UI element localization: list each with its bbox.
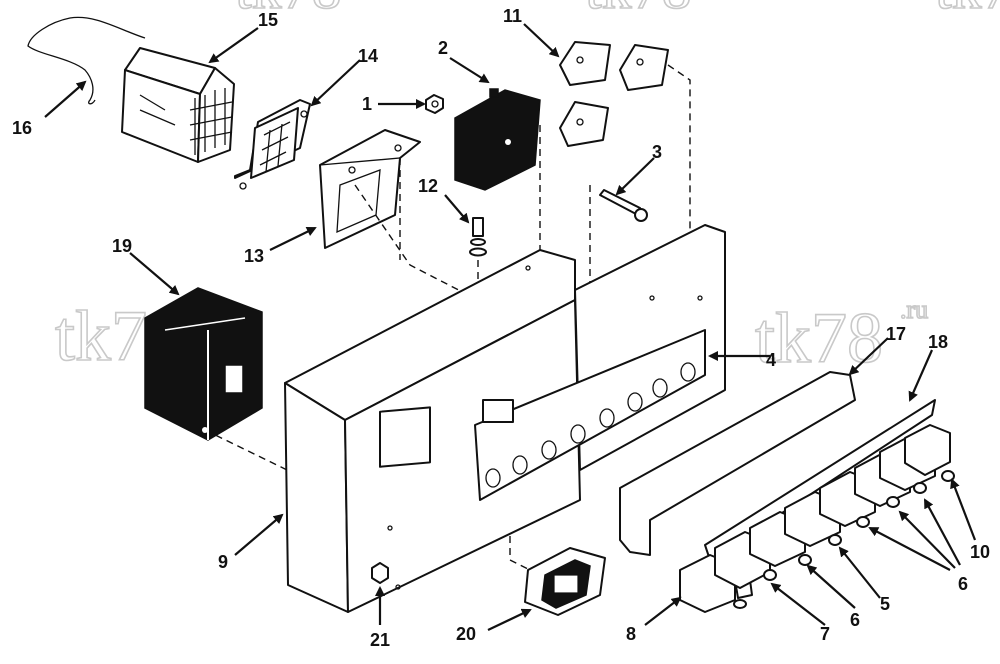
callout-4: 4 (766, 350, 776, 370)
callout-labels: 15 14 2 1 11 3 12 16 13 19 4 17 18 10 6 … (12, 6, 990, 650)
part-12-screw-washers (469, 217, 487, 257)
part-2-module (454, 88, 541, 191)
part-21-screw (371, 562, 389, 584)
part-9-enclosure (284, 249, 581, 613)
part-4-panel (474, 224, 726, 501)
leader-arrows (44, 23, 977, 631)
part-1-nut (425, 94, 444, 114)
callout-8: 8 (626, 624, 636, 644)
switch-row (679, 424, 955, 613)
callout-3: 3 (652, 142, 662, 162)
callout-17: 17 (886, 324, 906, 344)
callout-15: 15 (258, 10, 278, 30)
switch-10 (904, 424, 955, 482)
watermark-text: tk78 (585, 0, 692, 21)
callout-2: 2 (438, 38, 448, 58)
part-3-screw (599, 189, 648, 222)
callout-9: 9 (218, 552, 228, 572)
callout-20: 20 (456, 624, 476, 644)
part-15-relay (121, 47, 235, 163)
part-17-cover-strip (619, 371, 856, 556)
part-11-clips (559, 41, 669, 147)
part-14-relay-socket (234, 99, 311, 190)
panel-holes (485, 362, 696, 488)
watermark-suffix: .ru (900, 295, 928, 324)
callout-6: 6 (958, 574, 968, 594)
callout-13: 13 (244, 246, 264, 266)
callout-14: 14 (358, 46, 378, 66)
watermark-text: tk78 (755, 298, 883, 378)
part-13-bracket (319, 129, 421, 249)
callout-6: 6 (850, 610, 860, 630)
callout-18: 18 (928, 332, 948, 352)
callout-19: 19 (112, 236, 132, 256)
part-19-circuit-breaker (144, 287, 263, 441)
callout-7: 7 (820, 624, 830, 644)
callout-11: 11 (503, 6, 522, 26)
callout-21: 21 (370, 630, 390, 650)
callout-5: 5 (880, 594, 890, 614)
part-20-indicator (524, 547, 606, 616)
callout-10: 10 (970, 542, 990, 562)
watermark-text: tk78 (235, 0, 342, 21)
watermark-text: tk78 (935, 0, 1000, 21)
part-16-wire (27, 16, 146, 105)
callout-12: 12 (418, 176, 438, 196)
callout-16: 16 (12, 118, 32, 138)
callout-1: 1 (362, 94, 372, 114)
